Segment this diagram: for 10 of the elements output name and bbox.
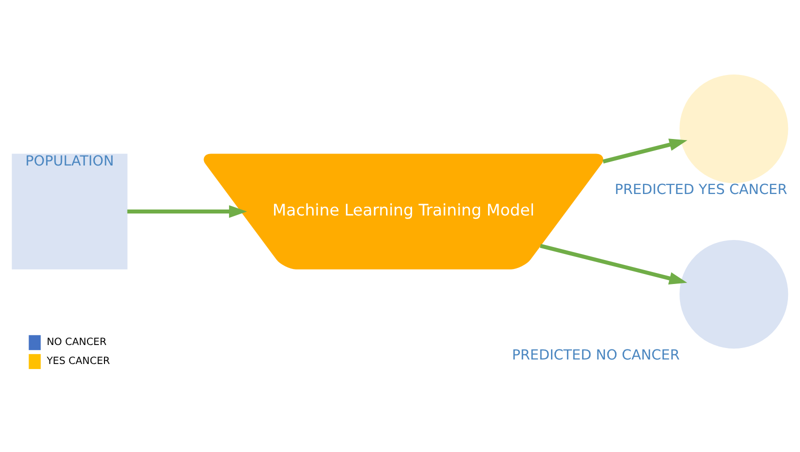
arrow bbox=[127, 205, 248, 218]
legend-label: YES CANCER bbox=[46, 356, 110, 368]
node-box: POPULATION bbox=[12, 154, 128, 270]
arrow bbox=[540, 244, 688, 284]
node-label: PREDICTED NO CANCER bbox=[512, 347, 680, 364]
node-label: PREDICTED YES CANCER bbox=[614, 182, 788, 198]
arrow bbox=[602, 138, 688, 164]
legend-label: NO CANCER bbox=[46, 337, 107, 348]
node-circle bbox=[680, 74, 788, 184]
node-circle bbox=[680, 240, 788, 349]
